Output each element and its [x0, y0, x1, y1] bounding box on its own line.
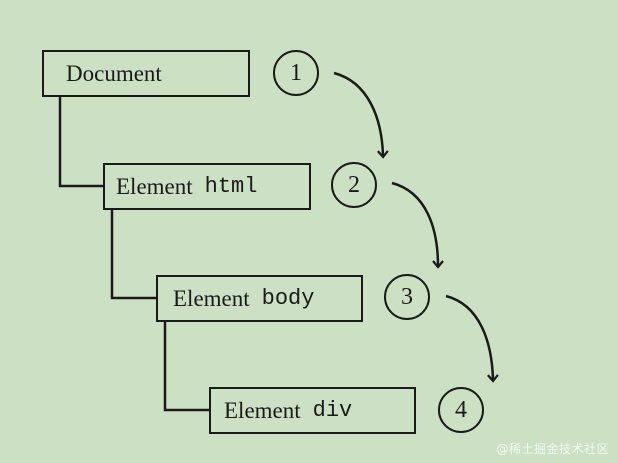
node-type-label: Element — [173, 285, 250, 311]
node-tag-name: html — [204, 174, 258, 199]
step-circle-3: 3 — [384, 274, 430, 320]
node-tag-name: div — [312, 398, 353, 423]
node-type-label: Document — [66, 60, 162, 86]
step-number: 4 — [455, 396, 467, 423]
tree-connector-document-html — [58, 97, 104, 188]
traversal-arrow-2-to-3 — [391, 181, 444, 269]
step-circle-4: 4 — [438, 387, 484, 433]
traversal-arrow-1-to-2 — [333, 71, 389, 159]
node-document: Document — [42, 50, 250, 97]
node-element-body: Element body — [156, 275, 363, 322]
step-number: 3 — [401, 283, 413, 310]
node-element-div: Element div — [209, 387, 416, 434]
traversal-arrow-3-to-4 — [445, 294, 499, 383]
step-circle-2: 2 — [331, 162, 377, 208]
step-number: 1 — [290, 59, 302, 86]
tree-connector-html-body — [110, 209, 157, 300]
step-number: 2 — [348, 171, 360, 198]
watermark: @稀土掘金技术社区 — [496, 442, 609, 456]
node-type-label: Element — [116, 173, 193, 199]
node-type-label: Element — [224, 397, 301, 423]
tree-connector-body-div — [163, 321, 210, 412]
node-tag-name: body — [261, 286, 315, 311]
step-circle-1: 1 — [273, 50, 319, 96]
node-element-html: Element html — [103, 163, 311, 210]
